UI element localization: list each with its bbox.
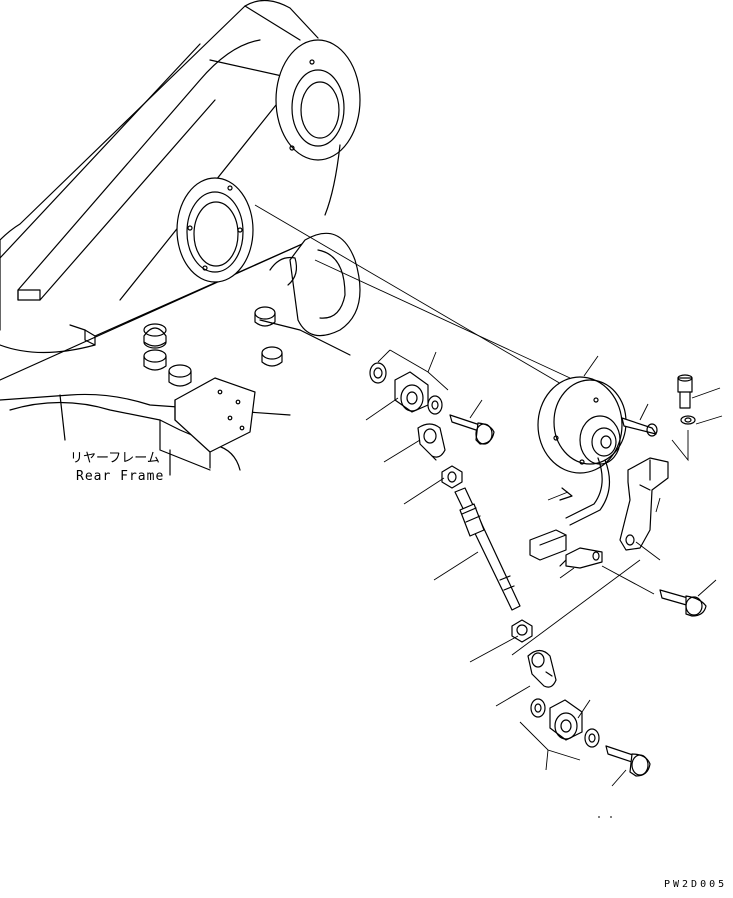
bushing-upper bbox=[394, 371, 429, 413]
callout-lines bbox=[365, 349, 723, 787]
nut-upper bbox=[441, 465, 463, 489]
angle-sensor bbox=[529, 376, 658, 561]
reference-lines bbox=[254, 204, 581, 396]
drawing-code: PW2D005 bbox=[664, 879, 727, 890]
spacer-block-5 bbox=[261, 346, 283, 367]
spacer-block-3 bbox=[168, 364, 192, 387]
rod-end-lower bbox=[527, 649, 557, 688]
washer-upper-1 bbox=[369, 362, 387, 384]
rear-frame-label-jp: リヤーフレーム bbox=[70, 451, 160, 466]
washer-lower-1 bbox=[530, 698, 546, 718]
threaded-rod bbox=[454, 487, 521, 611]
washer-upper-2 bbox=[427, 395, 443, 415]
rear-frame-label: リヤーフレーム Rear Frame bbox=[70, 451, 164, 484]
spacer-block-2 bbox=[143, 349, 167, 371]
clamp-bracket bbox=[559, 547, 603, 569]
bolt-lower bbox=[605, 745, 651, 777]
link-bracket bbox=[619, 457, 669, 551]
bushing-lower bbox=[549, 699, 583, 741]
washer-lower-2 bbox=[584, 728, 600, 748]
hex-bolt-top-right bbox=[677, 374, 693, 409]
rod-end-upper bbox=[417, 423, 446, 461]
hex-bolt-mid-right bbox=[659, 589, 707, 617]
nut-lower bbox=[511, 619, 533, 643]
spacer-block-1 bbox=[143, 323, 167, 349]
rear-frame-label-en: Rear Frame bbox=[76, 469, 164, 484]
rear-frame bbox=[0, 0, 361, 476]
washer-top-right bbox=[680, 415, 696, 425]
spacer-block-4 bbox=[254, 306, 276, 327]
bolt-upper bbox=[449, 414, 495, 445]
